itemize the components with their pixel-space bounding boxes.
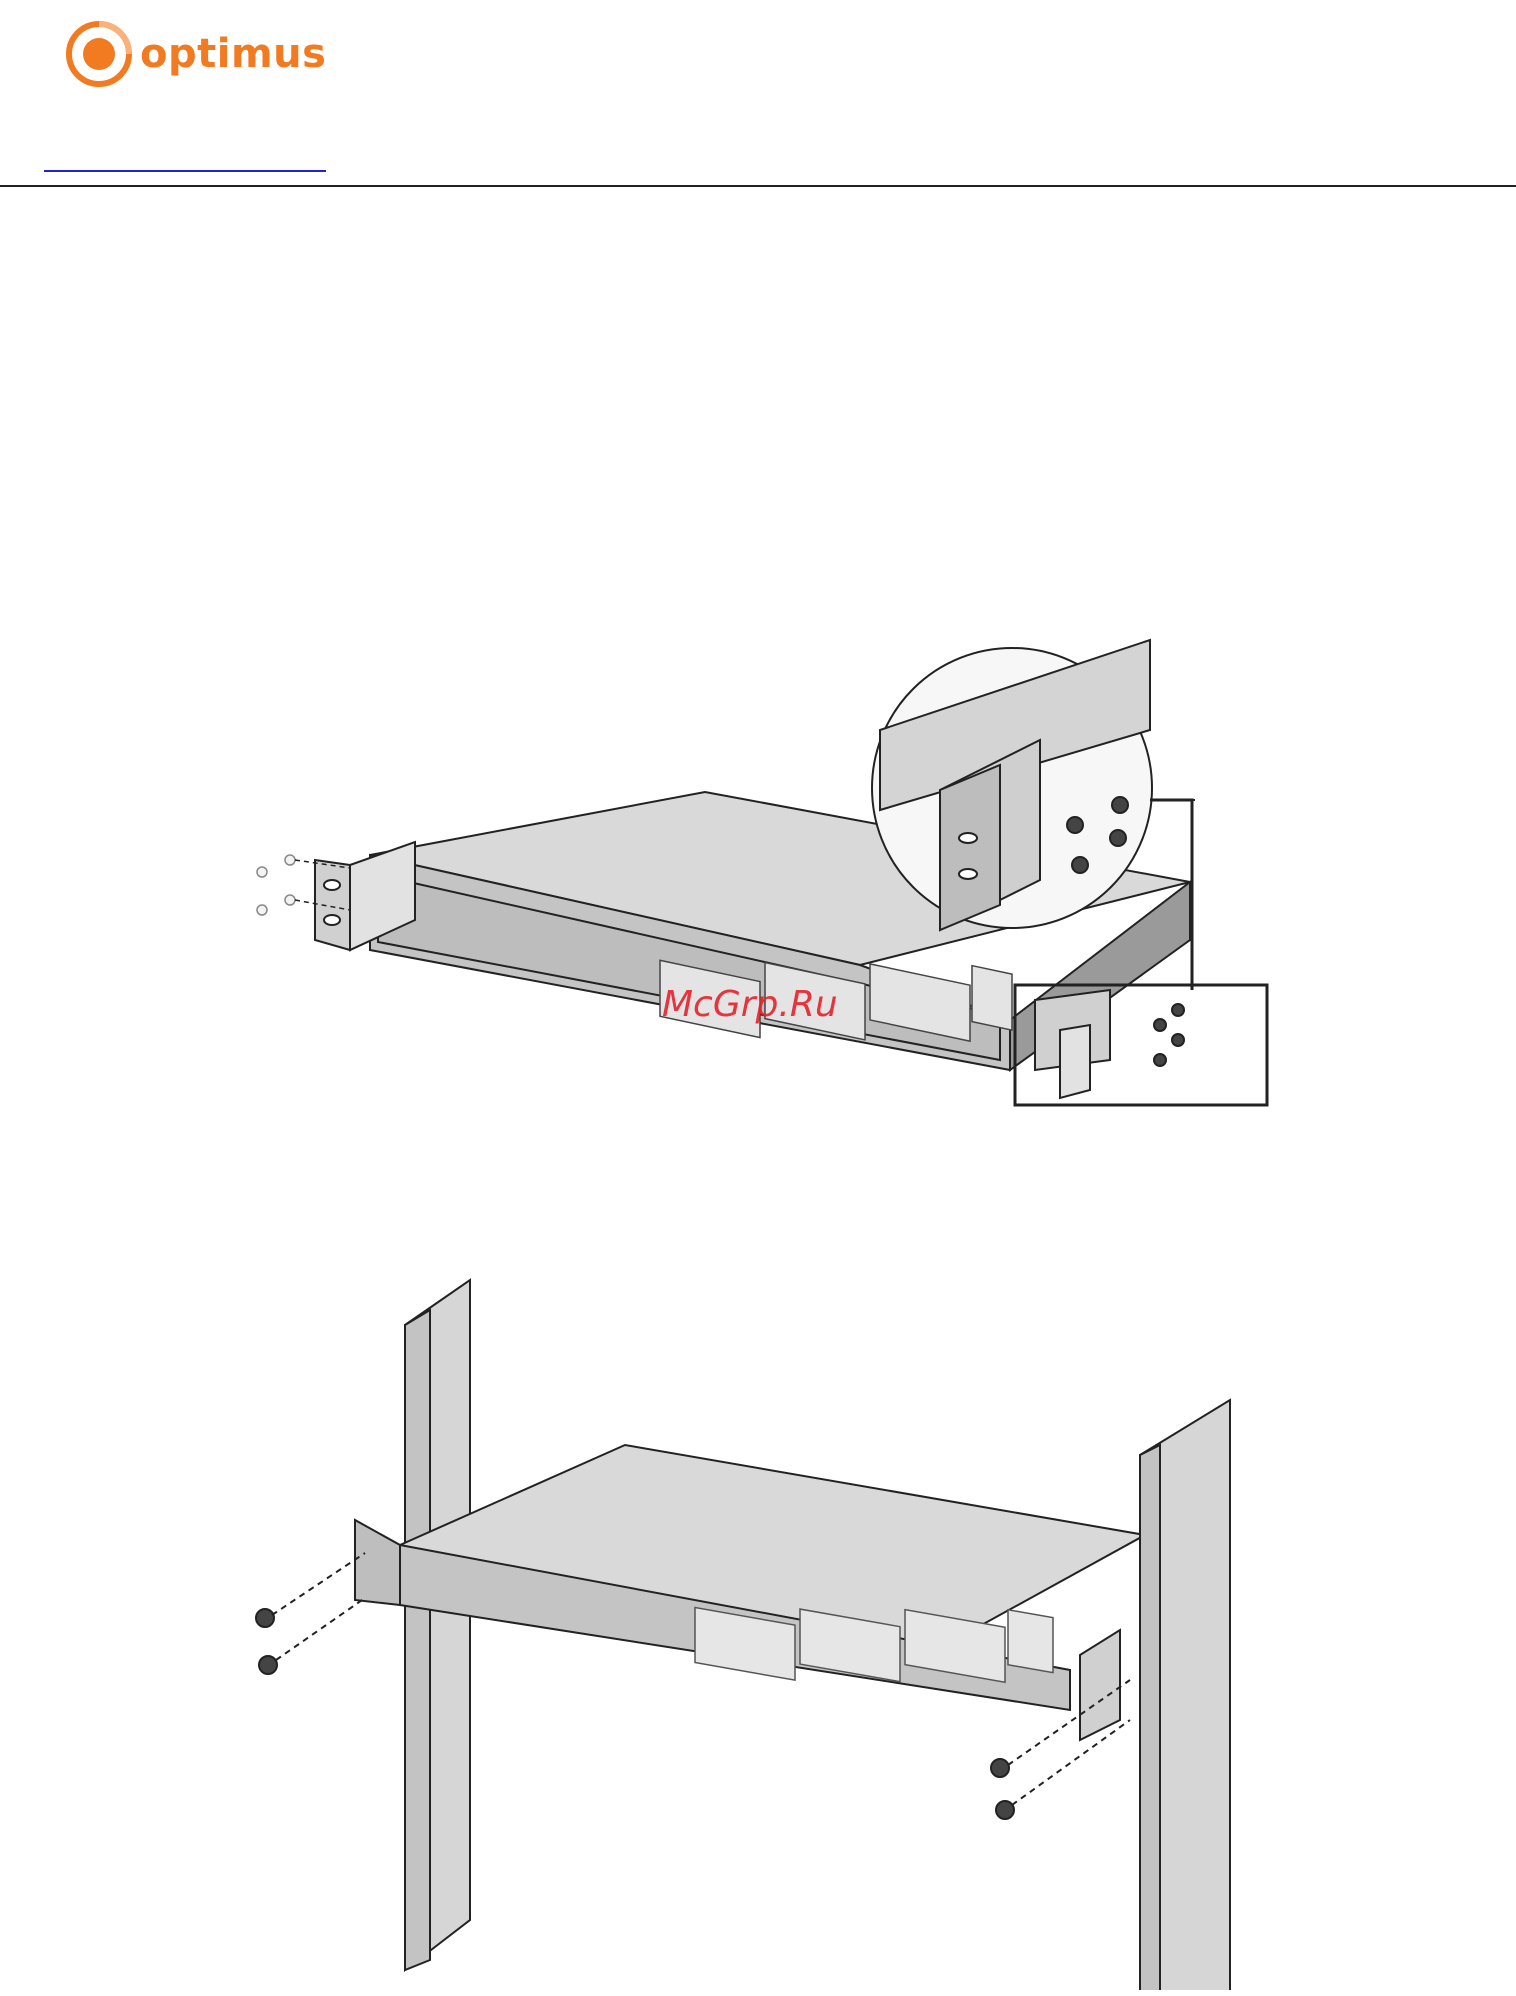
optimus-logo-icon [66, 21, 132, 87]
watermark: McGrp.Ru [662, 984, 838, 1025]
rack-rail-icon [405, 1280, 470, 1970]
header-link[interactable] [44, 158, 326, 172]
brand-logo: optimus [66, 18, 326, 90]
brand-name: optimus [140, 31, 326, 77]
rack-mount-diagram [0, 1270, 1516, 1990]
header-divider [0, 185, 1516, 187]
screw-icon [257, 855, 295, 915]
bracket-attachment-diagram [0, 620, 1516, 1120]
